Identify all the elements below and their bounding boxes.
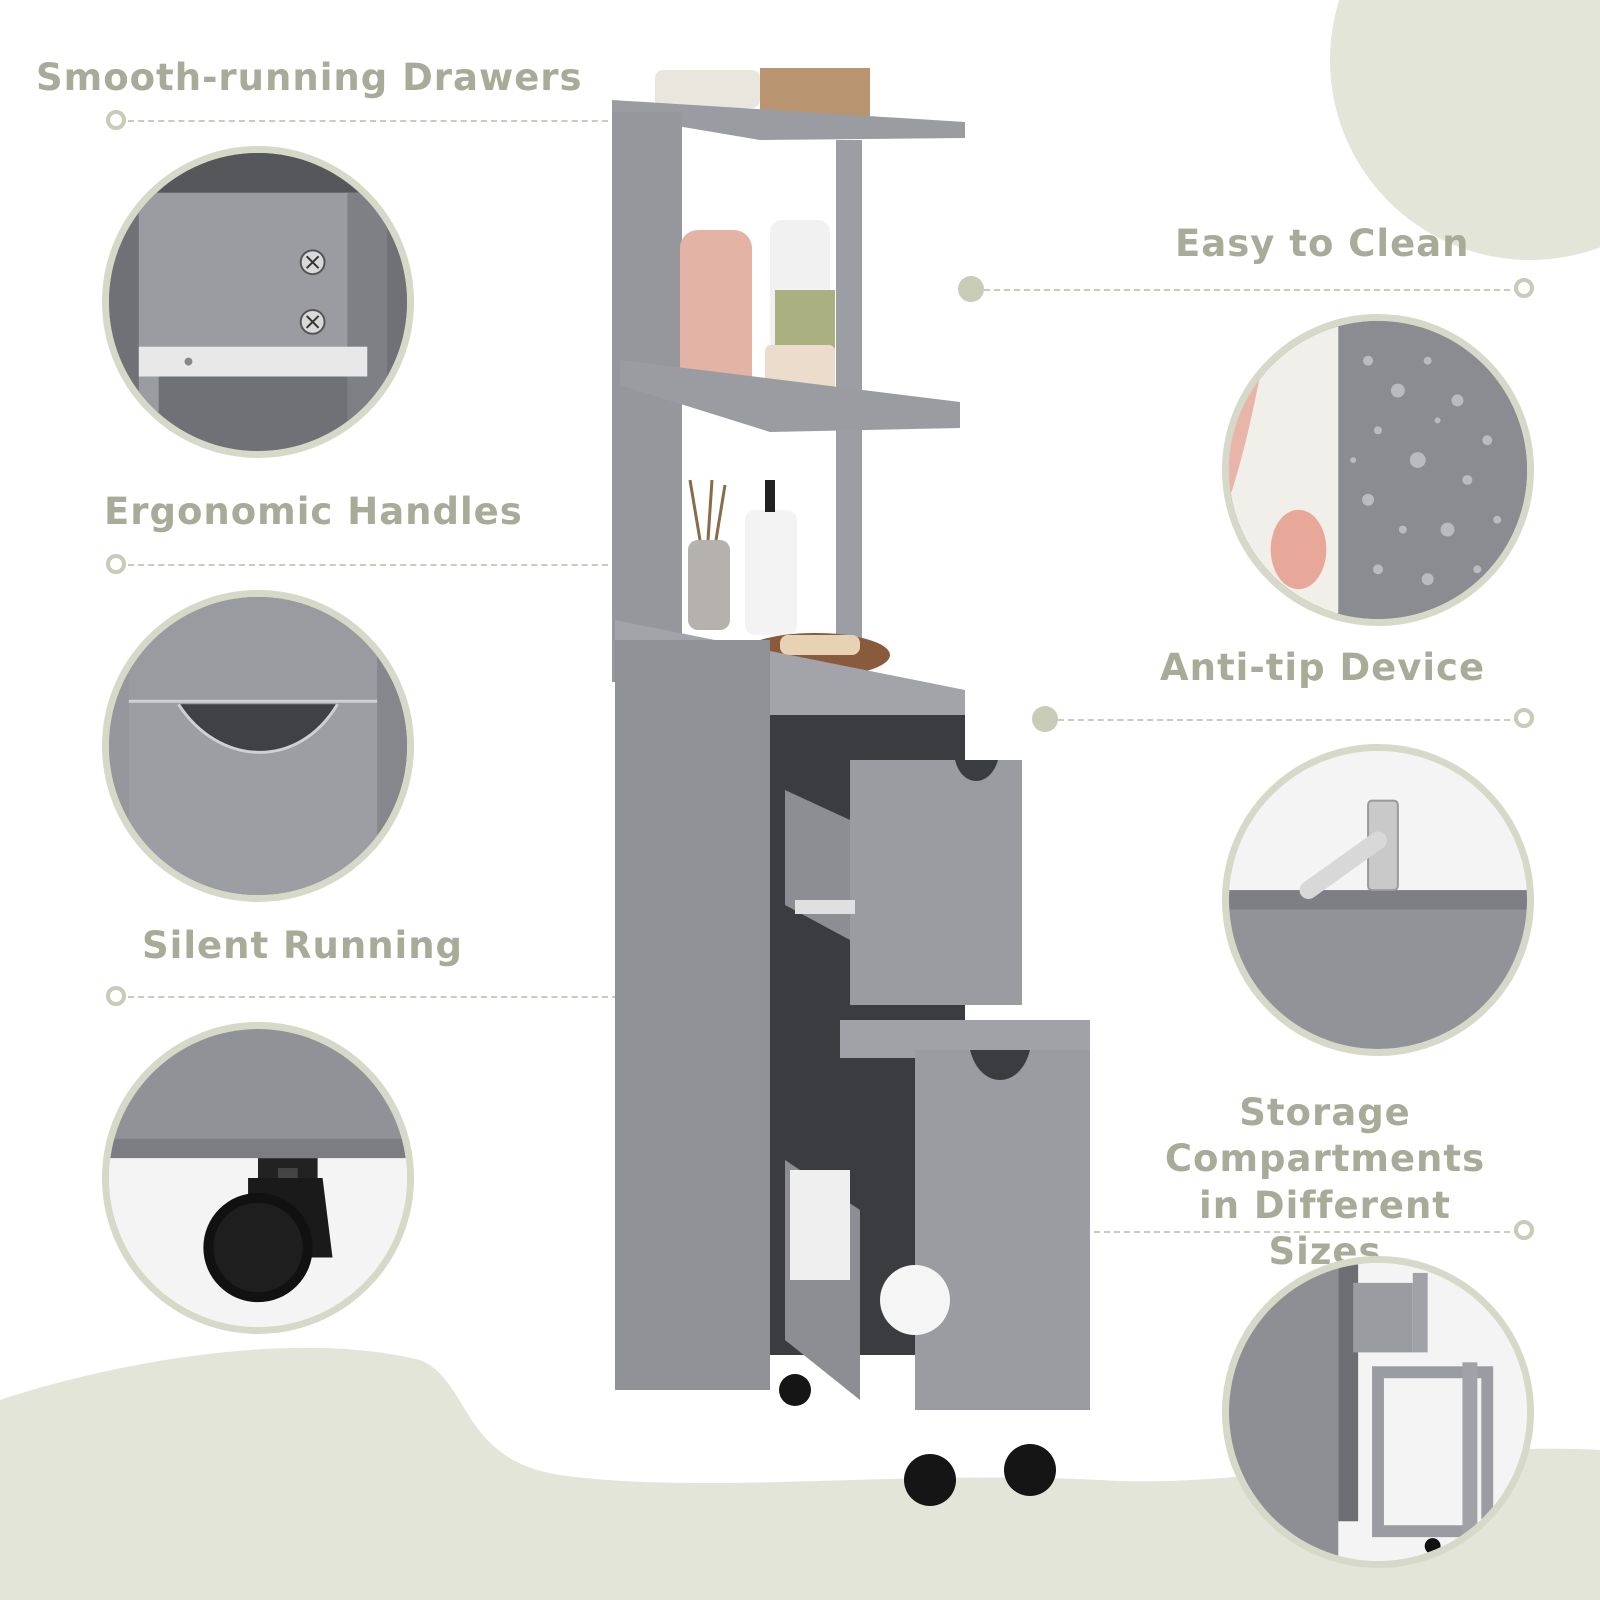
detail-circle-clean (1222, 314, 1534, 626)
connector-dot-antitip-start (1032, 706, 1058, 732)
drawer-slide-closeup-icon (109, 153, 407, 451)
detail-circle-handles (102, 590, 414, 902)
connector-line-running (128, 996, 618, 998)
feature-label-clean: Easy to Clean (1175, 222, 1470, 265)
connector-dot-drawers (106, 110, 126, 130)
feature-label-antitip: Anti-tip Device (1160, 646, 1486, 689)
connector-line-clean (984, 289, 1520, 291)
wall-bracket-closeup-icon (1229, 751, 1527, 1049)
cutout-handle-closeup-icon (109, 597, 407, 895)
feature-label-storage: Storage Compartments in Different Sizes (1164, 1091, 1486, 1273)
feature-label-drawers: Smooth-running Drawers (36, 56, 583, 99)
connector-dot-clean-end (1514, 278, 1534, 298)
detail-circle-antitip (1222, 744, 1534, 1056)
cabinet-product-image (612, 68, 1090, 1506)
connector-line-handles (128, 564, 618, 566)
water-droplets-closeup-icon (1229, 321, 1527, 619)
detail-circle-drawers (102, 146, 414, 458)
connector-dot-clean-start (958, 276, 984, 302)
open-drawers-closeup-icon (1229, 1263, 1527, 1561)
caster-wheel-closeup-icon (109, 1029, 407, 1327)
feature-label-handles: Ergonomic Handles (104, 490, 523, 533)
connector-dot-antitip-end (1514, 708, 1534, 728)
feature-label-running: Silent Running (142, 924, 464, 967)
detail-circle-storage (1222, 1256, 1534, 1568)
connector-line-drawers (128, 120, 618, 122)
connector-dot-running (106, 986, 126, 1006)
connector-line-antitip (1058, 719, 1520, 721)
connector-dot-storage-end (1514, 1220, 1534, 1240)
detail-circle-running (102, 1022, 414, 1334)
connector-dot-handles (106, 554, 126, 574)
connector-line-storage (984, 1231, 1520, 1233)
